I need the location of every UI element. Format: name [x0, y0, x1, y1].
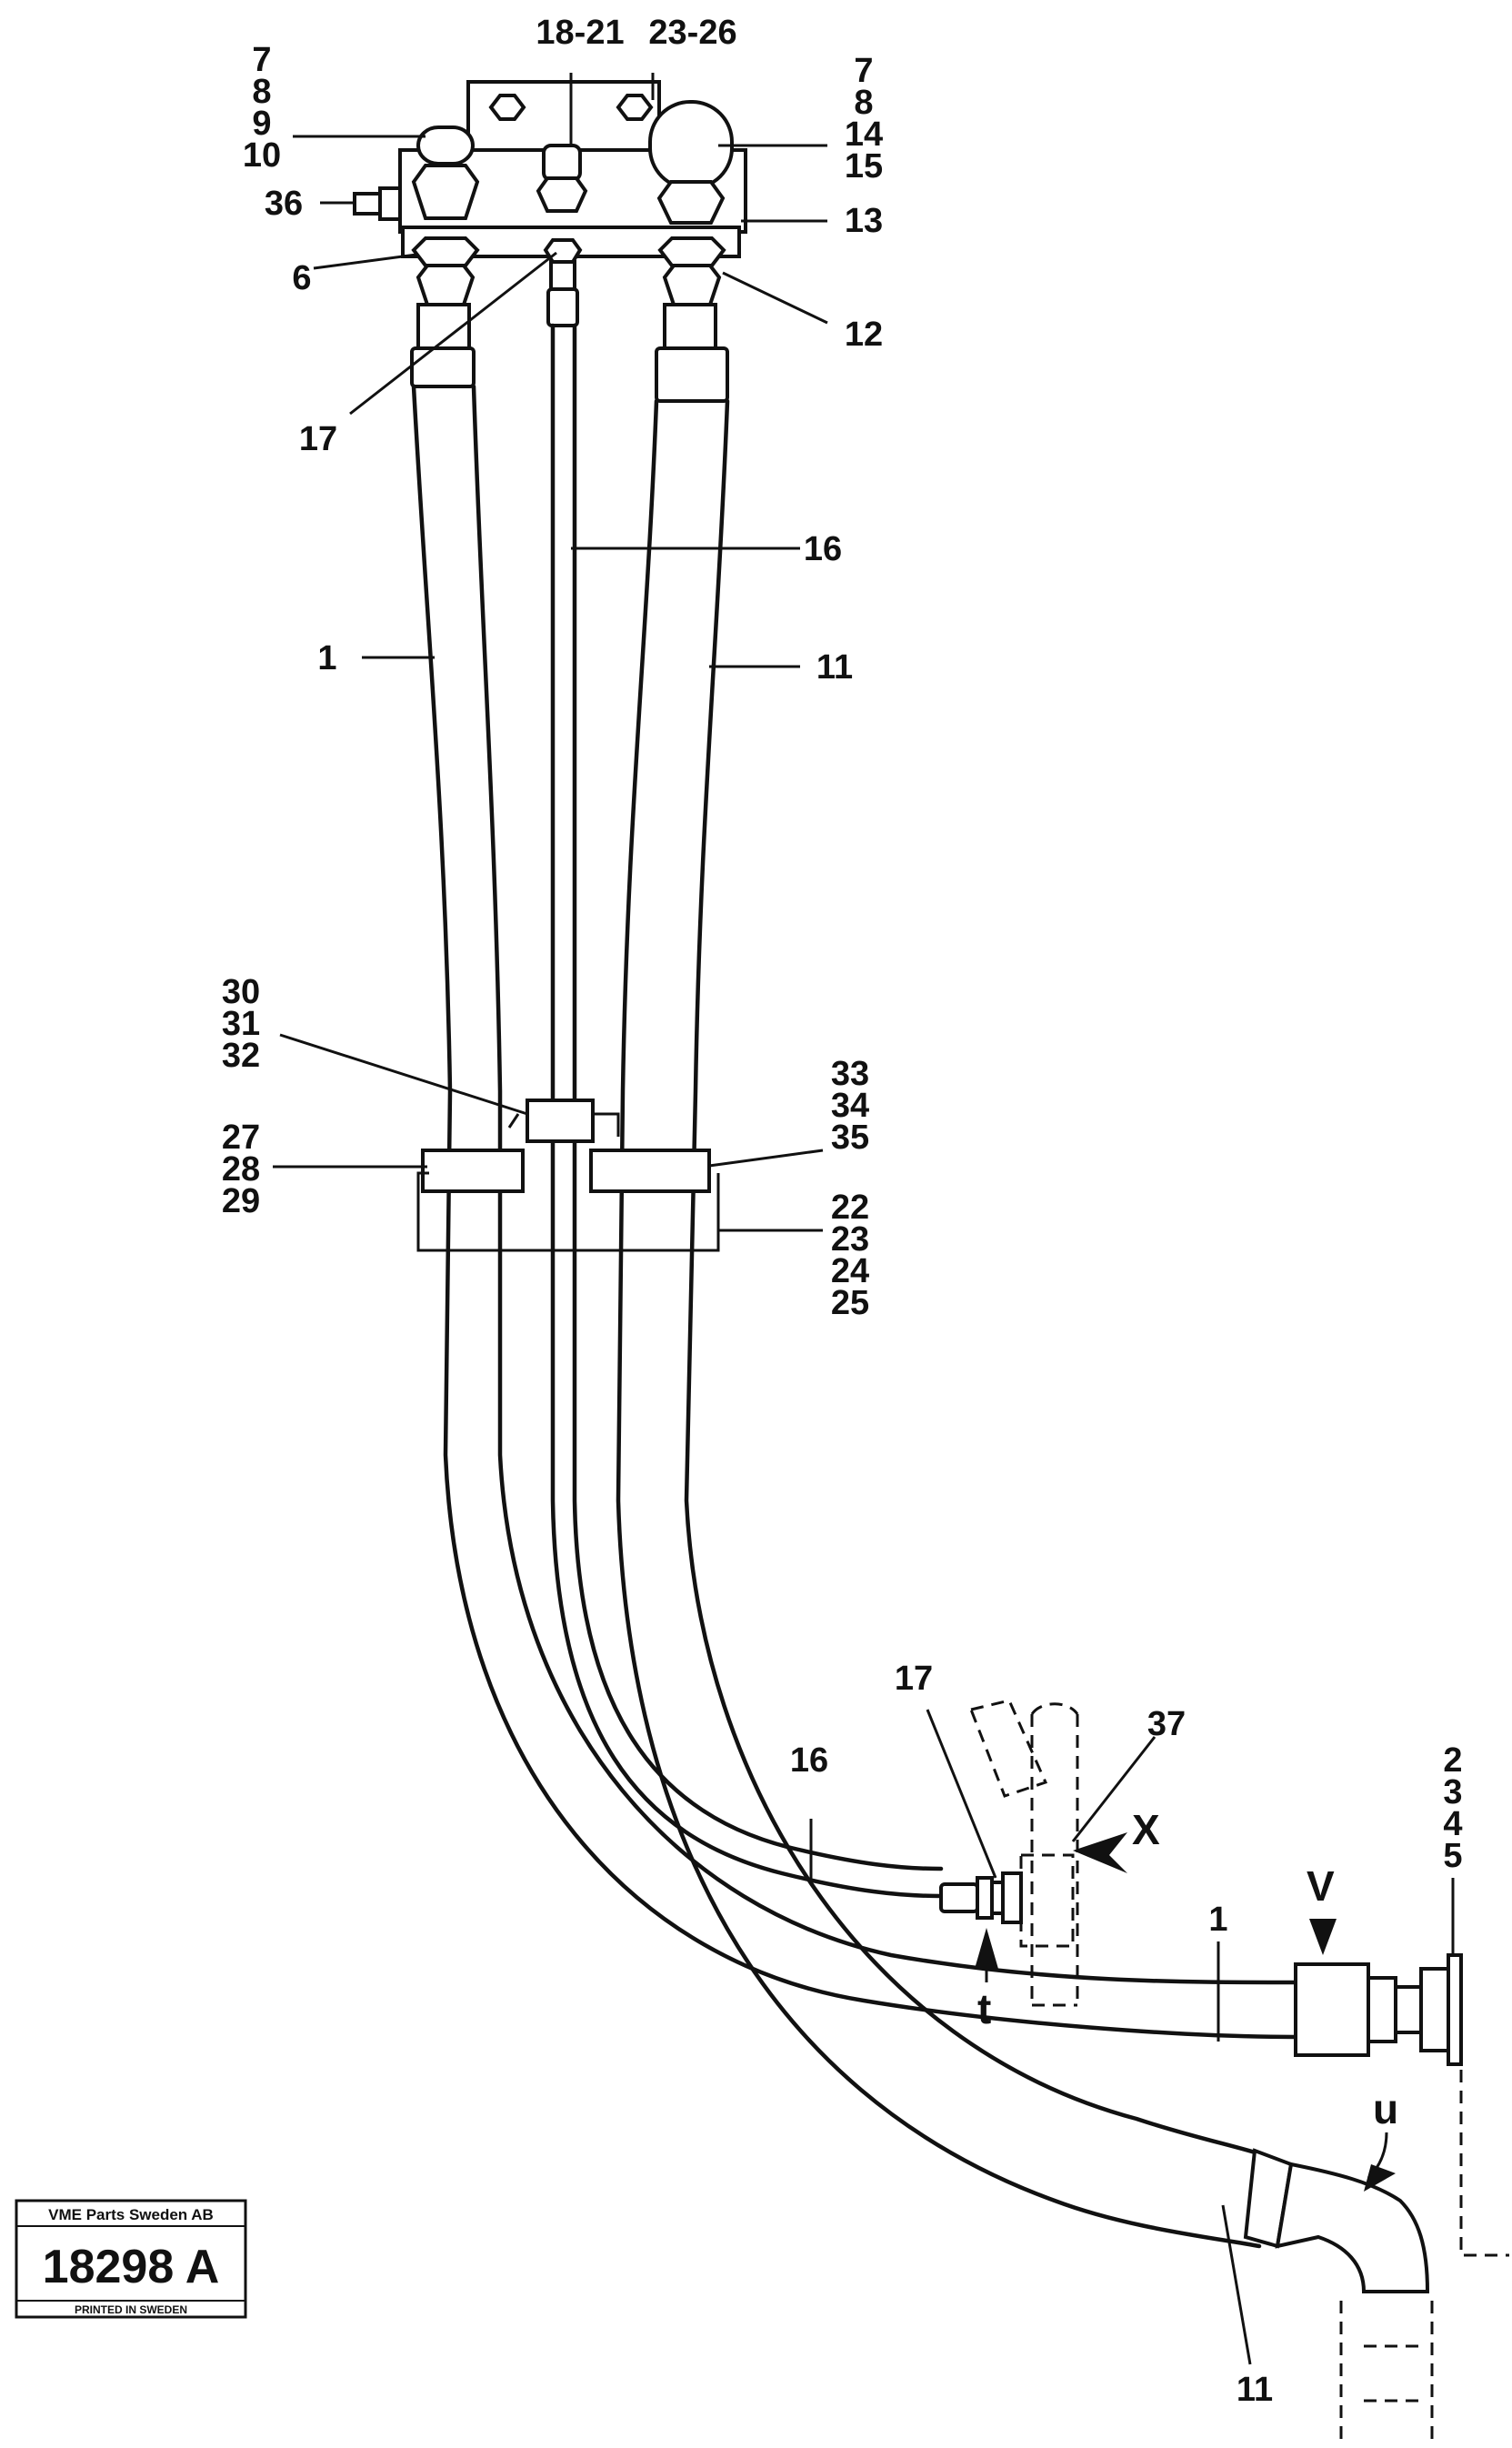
callout-25: 25: [831, 1284, 869, 1322]
callout-16a: 16: [804, 530, 842, 568]
callout-28: 28: [222, 1150, 260, 1189]
callout-3: 3: [1443, 1773, 1462, 1811]
center-plug: [536, 144, 588, 213]
fitting-17-detail: [939, 1871, 1023, 1924]
catalog-printed: PRINTED IN SWEDEN: [75, 2303, 187, 2316]
catalog-stamp: VME Parts Sweden AB 18298 A PRINTED IN S…: [15, 2199, 247, 2319]
callout-11b: 11: [1237, 2371, 1273, 2409]
marker-x: X: [1132, 1806, 1160, 1853]
cap-right: [648, 100, 734, 225]
callout-24: 24: [831, 1252, 869, 1290]
callout-8a: 8: [252, 73, 271, 111]
clamp-assembly: [416, 1099, 720, 1252]
callout-17a: 17: [299, 420, 337, 458]
callout-6: 6: [292, 259, 311, 297]
callout-16b: 16: [790, 1741, 828, 1780]
callout-29: 29: [222, 1182, 260, 1220]
hose-1: [411, 384, 1298, 2040]
callout-14: 14: [845, 115, 883, 154]
callout-17b: 17: [895, 1660, 933, 1698]
callout-8b: 8: [854, 84, 873, 122]
fitting-left: [410, 236, 480, 388]
callout-7b: 7: [854, 52, 873, 90]
callout-33: 33: [831, 1055, 869, 1093]
callout-7a: 7: [252, 41, 271, 79]
catalog-company: VME Parts Sweden AB: [48, 2206, 214, 2223]
callout-23: 23: [831, 1220, 869, 1259]
callout-12: 12: [845, 316, 883, 354]
callout-32: 32: [222, 1037, 260, 1075]
callout-18-21: 18-21: [536, 14, 624, 52]
marker-v: V: [1307, 1862, 1335, 1910]
nipple-36: [353, 186, 402, 221]
callout-11a: 11: [816, 648, 853, 687]
callout-5: 5: [1443, 1837, 1462, 1875]
callout-31: 31: [222, 1005, 260, 1043]
callout-36: 36: [265, 185, 303, 223]
mounting-dashed: [1459, 2028, 1509, 2257]
callout-labels: 7 8 9 10 18-21 23-26 7 8 14 15 36 13 6 1…: [222, 14, 1463, 2409]
cap-left: [411, 125, 480, 220]
callout-15: 15: [845, 147, 883, 186]
callout-22: 22: [831, 1189, 869, 1227]
catalog-drawing-number: 18298 A: [43, 2241, 220, 2293]
coupling-v: [1294, 1953, 1463, 2066]
marker-t: t: [977, 1985, 991, 2032]
marker-u: u: [1373, 2085, 1398, 2132]
callout-10: 10: [243, 136, 281, 175]
arrow-t: [975, 1928, 998, 1982]
callout-1a: 1: [317, 639, 336, 677]
callout-23-26: 23-26: [648, 14, 736, 52]
view-markers: X V t u: [977, 1806, 1398, 2132]
hose-11: [616, 398, 1267, 2249]
pipe-37-dashed: [968, 1699, 1079, 2007]
leader-lines: [273, 73, 1455, 2365]
callout-1b: 1: [1208, 1901, 1227, 1939]
callout-30: 30: [222, 973, 260, 1011]
callout-37: 37: [1147, 1705, 1186, 1743]
fitting-center: [543, 238, 583, 327]
callout-27: 27: [222, 1119, 260, 1157]
arrow-x: [1073, 1832, 1127, 1873]
callout-2: 2: [1443, 1741, 1462, 1780]
elbow-dashed: [1339, 2301, 1434, 2446]
arrow-u: [1364, 2132, 1396, 2192]
callout-9: 9: [252, 105, 271, 143]
fitting-right: [655, 236, 729, 403]
callout-35: 35: [831, 1119, 869, 1157]
hose-16: [550, 323, 944, 1899]
arrow-v: [1309, 1919, 1337, 1955]
callout-4: 4: [1443, 1805, 1462, 1843]
callout-13: 13: [845, 202, 883, 240]
sleeve-11: [1243, 2148, 1430, 2293]
callout-34: 34: [831, 1087, 869, 1125]
